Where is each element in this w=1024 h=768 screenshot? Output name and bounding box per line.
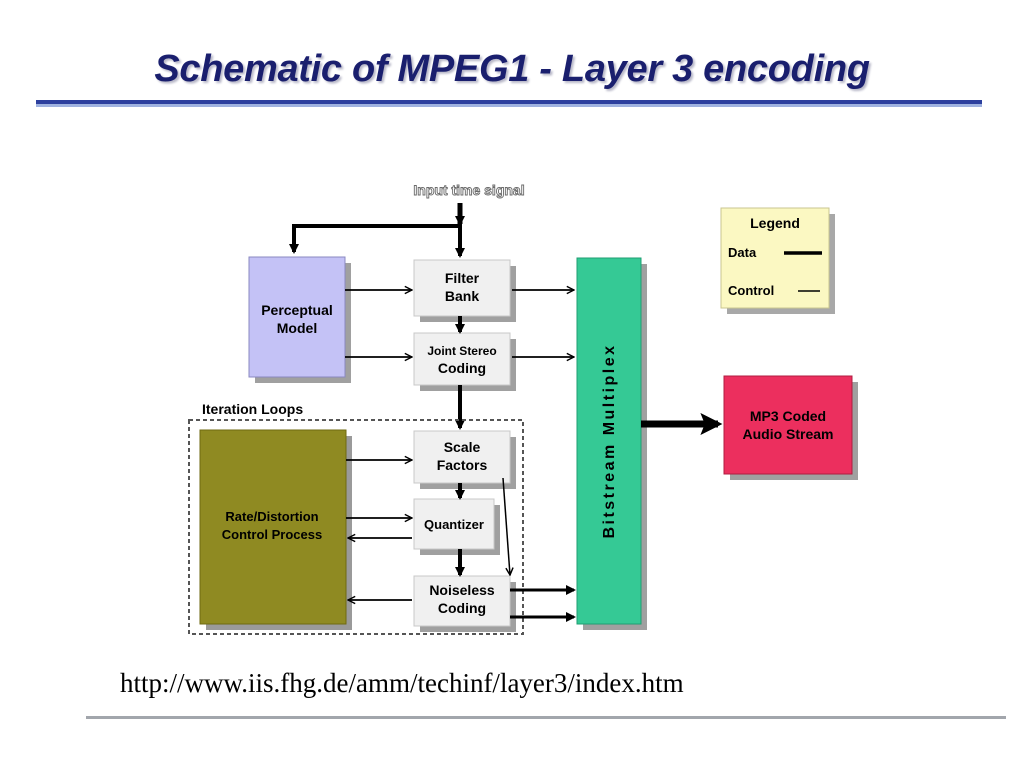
rate-distortion-block: Rate/Distortion Control Process [199, 429, 352, 630]
filter-bank-block: Filter Bank [413, 259, 516, 322]
joint-stereo-label-2: Coding [438, 360, 486, 376]
mp3-output-block: MP3 Coded Audio Stream [723, 375, 858, 480]
legend-control-label: Control [728, 283, 774, 298]
iteration-loops-label: Iteration Loops [202, 401, 303, 417]
input-signal-label: Input time signal [413, 182, 524, 198]
rate-distortion-label-2: Control Process [222, 527, 322, 542]
joint-stereo-label-1: Joint Stereo [427, 344, 496, 358]
quantizer-block: Quantizer [413, 498, 500, 555]
mp3-output-label-1: MP3 Coded [750, 408, 826, 424]
footer-divider [86, 716, 1006, 719]
mp3-output-label-2: Audio Stream [742, 426, 833, 442]
noiseless-coding-label-1: Noiseless [429, 582, 495, 598]
bitstream-multiplex-block: Bitstream Multiplex [576, 257, 647, 630]
perceptual-model-label-2: Model [277, 320, 317, 336]
joint-stereo-block: Joint Stereo Coding [413, 332, 516, 391]
perceptual-model-block: Perceptual Model [248, 256, 351, 383]
scale-factors-label-2: Factors [437, 457, 488, 473]
iteration-loops-box [188, 419, 524, 635]
legend-title: Legend [750, 215, 800, 231]
scale-to-noiseless-bypass [502, 477, 510, 575]
input-to-model-line [289, 224, 460, 254]
title-underline [36, 100, 982, 104]
quantizer-label: Quantizer [424, 517, 484, 532]
scale-factors-label-1: Scale [444, 439, 481, 455]
filter-bank-label-2: Bank [445, 288, 479, 304]
noiseless-coding-block: Noiseless Coding [413, 575, 516, 632]
source-url[interactable]: http://www.iis.fhg.de/amm/techinf/layer3… [120, 668, 684, 698]
noiseless-coding-label-2: Coding [438, 600, 486, 616]
legend: Legend Data Control [720, 207, 835, 314]
scale-factors-block: Scale Factors [413, 430, 516, 489]
perceptual-model-label-1: Perceptual [261, 302, 333, 318]
bitstream-multiplex-label: Bitstream Multiplex [601, 343, 618, 538]
legend-data-label: Data [728, 245, 757, 260]
filter-bank-label-1: Filter [445, 270, 480, 286]
rate-distortion-label-1: Rate/Distortion [225, 509, 318, 524]
slide-title: Schematic of MPEG1 - Layer 3 encoding [154, 48, 870, 90]
